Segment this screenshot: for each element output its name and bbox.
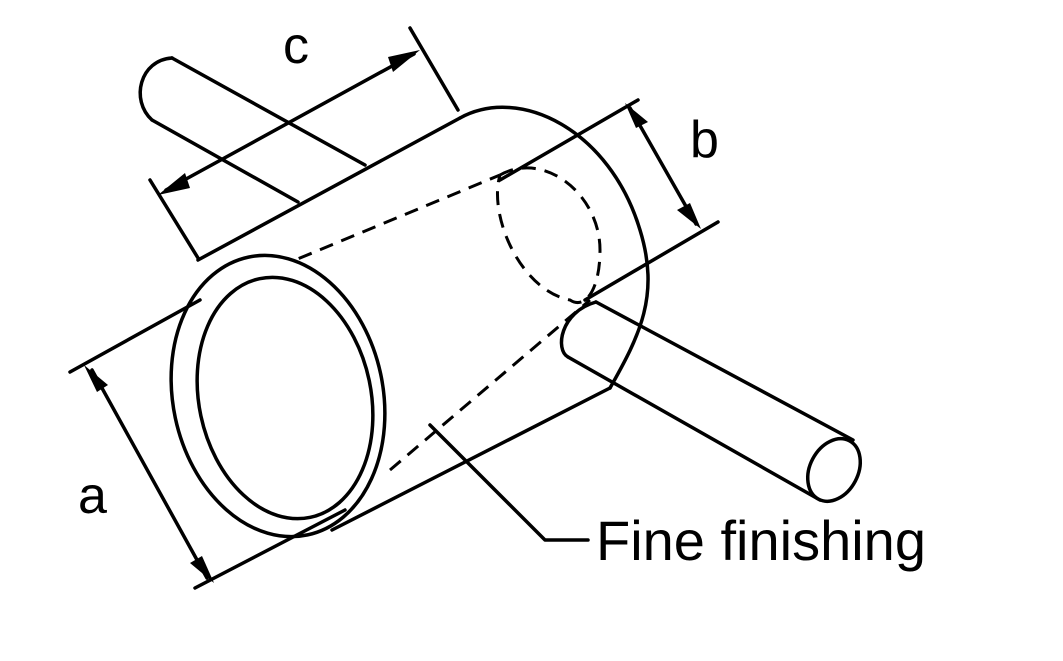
front-opening <box>169 253 387 539</box>
fine-finishing-callout: Fine finishing <box>428 423 926 572</box>
dimension-b-arrow-bottom <box>677 203 701 229</box>
dimension-b: b <box>498 98 720 302</box>
dimension-c-label: c <box>283 17 309 75</box>
dimension-b-arrow-top <box>625 103 648 128</box>
dimension-c-arrow-left <box>158 173 190 195</box>
dimension-a-arrow-top <box>84 365 108 392</box>
dimension-b-label: b <box>690 111 719 169</box>
back-shaft <box>138 56 367 204</box>
dimension-a-label: a <box>78 467 107 525</box>
dimension-a: a <box>68 298 347 590</box>
fine-finishing-label: Fine finishing <box>596 509 926 572</box>
dimension-a-arrow-bottom <box>190 556 214 583</box>
dimension-c: c <box>148 17 460 260</box>
bushing-body <box>196 105 650 532</box>
dimension-c-arrow-right <box>388 50 420 72</box>
front-shaft <box>559 300 863 503</box>
